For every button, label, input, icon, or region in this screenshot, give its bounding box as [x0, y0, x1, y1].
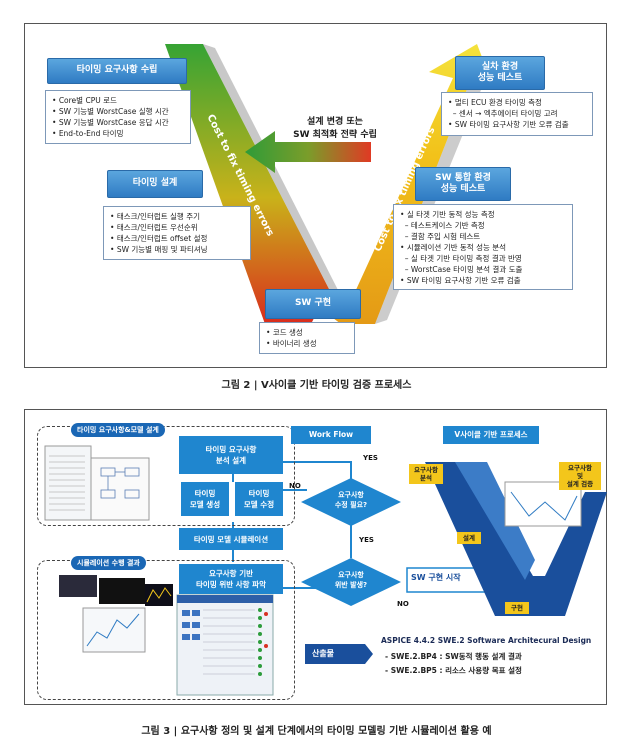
integ-test-title: SW 통합 환경 성능 테스트: [415, 167, 511, 201]
list-item: • SW 기능별 매핑 및 파티셔닝: [110, 245, 208, 254]
list-item: – WorstCase 타이밍 분석 결과 도출: [404, 265, 523, 274]
diamond-req-violation: [301, 558, 401, 606]
list-item: • SW 기능별 WorstCase 실행 시간: [52, 107, 169, 116]
list-item: – 결함 주입 시험 테스트: [404, 232, 481, 241]
v-cycle-shape: [425, 462, 607, 616]
no-label-2: NO: [397, 600, 409, 608]
figure-2-frame: Cost to fix timing errors Cost to fix ti…: [24, 23, 607, 368]
timing-req-list: • Core별 CPU 로드 • SW 기능별 WorstCase 실행 시간 …: [45, 90, 191, 144]
yes-label-2: YES: [359, 536, 374, 544]
timing-req-title: 타이밍 요구사항 수립: [47, 58, 187, 84]
box-violation-check: 요구사항 기반 타이밍 위반 사항 파악: [179, 564, 283, 594]
list-item: • End-to-End 타이밍: [52, 129, 124, 138]
box-model-edit: 타이밍 모델 수정: [235, 482, 283, 516]
vcycle-tag: V사이클 기반 프로세스: [443, 426, 539, 444]
list-item: • 태스크/인터럽트 우선순위: [110, 223, 198, 232]
feedback-arrow: [245, 131, 371, 173]
v-design: 설계: [457, 532, 481, 544]
aspice-item-2: - SWE.2.BP5 : 리소스 사용량 목표 설정: [385, 666, 522, 675]
group-sim-result: [37, 560, 295, 700]
vehicle-test-title: 실차 환경 성능 테스트: [455, 56, 545, 90]
list-item: • 태스크/인터럽트 offset 설정: [110, 234, 208, 243]
list-item: • 실 타겟 기반 동적 성능 측정: [400, 210, 495, 219]
group-req-model: [37, 426, 295, 526]
list-item: • Core별 CPU 로드: [52, 96, 117, 105]
list-item: – 센서 → 엑추에이터 타이밍 고려: [452, 109, 558, 118]
group-sim-result-tag: 시뮬레이션 수행 결과: [71, 556, 146, 570]
no-label-1: NO: [289, 482, 301, 490]
timing-design-title: 타이밍 설계: [107, 170, 203, 198]
list-item: • 태스크/인터럽트 실행 주기: [110, 212, 201, 221]
v-req-verify: 요구사항 및 설계 검증: [559, 462, 601, 490]
figure-3-caption: 그림 3 | 요구사항 정의 및 설계 단계에서의 타이밍 모델링 기반 시뮬레…: [141, 726, 492, 737]
list-item: – 테스트케이스 기반 측정: [404, 221, 485, 230]
group-req-model-tag: 타이밍 요구사항&모델 설계: [71, 423, 165, 437]
timing-design-list: • 태스크/인터럽트 실행 주기 • 태스크/인터럽트 우선순위 • 태스크/인…: [103, 206, 251, 260]
sw-impl-list: • 코드 생성 • 바이너리 생성: [259, 322, 355, 354]
sw-impl-title: SW 구현: [265, 289, 361, 319]
list-item: • SW 기능별 WorstCase 응답 시간: [52, 118, 169, 127]
box-model-sim: 타이밍 모델 시뮬레이션: [179, 528, 283, 550]
workflow-connectors: [44, 445, 607, 696]
figure-2-caption: 그림 2 | V사이클 기반 타이밍 검증 프로세스: [221, 380, 412, 391]
list-item: • 바이너리 생성: [266, 339, 317, 348]
diamond-req-modify: [301, 478, 401, 526]
list-item: • 멀티 ECU 환경 타이밍 측정: [448, 98, 542, 107]
box-model-gen: 타이밍 모델 생성: [181, 482, 229, 516]
left-cost-arrow: [165, 44, 329, 324]
aspice-item-1: - SWE.2.BP4 : SW동적 행동 설계 결과: [385, 652, 522, 661]
v-req-analysis: 요구사항 분석: [409, 464, 443, 484]
center-strategy-text: 설계 변경 또는 SW 최적화 전략 수립: [293, 117, 377, 140]
box-req-analysis: 타이밍 요구사항 분석 설계: [179, 436, 283, 474]
diamond-req-violation-text: 요구사항 위반 발생?: [334, 571, 368, 589]
sw-start-label: SW 구현 시작: [411, 573, 461, 582]
list-item: • 시뮬레이션 기반 동적 성능 분석: [400, 243, 507, 252]
list-item: • SW 타이밍 요구사항 기반 오류 검출: [448, 120, 569, 129]
v-impl: 구현: [505, 602, 529, 614]
figure-3-frame: 타이밍 요구사항&모델 설계 시뮬레이션 수행 결과 Work Flow V사이…: [24, 409, 607, 705]
workflow-tag: Work Flow: [291, 426, 371, 444]
list-item: – 실 타겟 기반 타이밍 측정 결과 반영: [404, 254, 522, 263]
integ-test-list: • 실 타겟 기반 동적 성능 측정 – 테스트케이스 기반 측정 – 결함 주…: [393, 204, 573, 290]
yes-label-1: YES: [363, 454, 378, 462]
list-item: • SW 타이밍 요구사항 기반 오류 검출: [400, 276, 521, 285]
aspice-title: ASPICE 4.4.2 SWE.2 Software Architecural…: [381, 636, 592, 645]
vehicle-test-list: • 멀티 ECU 환경 타이밍 측정 – 센서 → 엑추에이터 타이밍 고려 •…: [441, 92, 593, 136]
output-tag: 산출물: [305, 644, 341, 664]
list-item: • 코드 생성: [266, 328, 303, 337]
diamond-req-modify-text: 요구사항 수정 필요?: [334, 491, 368, 509]
